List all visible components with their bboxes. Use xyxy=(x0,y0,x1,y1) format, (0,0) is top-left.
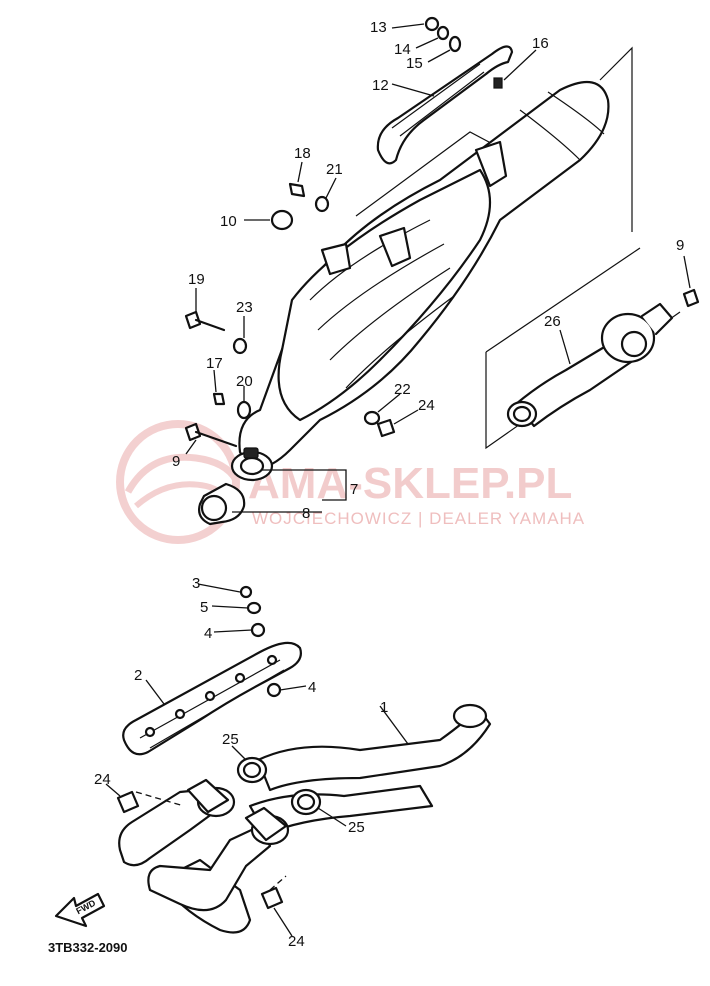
callout-24a: 24 xyxy=(94,771,111,788)
callout-12: 13 xyxy=(370,19,387,36)
callout-16: 17 xyxy=(206,355,223,372)
callout-labels: 13 14 15 16 12 18 21 10 19 23 17 20 22 2… xyxy=(94,19,684,950)
bolt-9-icon xyxy=(184,422,202,442)
callout-4a: 4 xyxy=(204,625,212,642)
muffler xyxy=(238,80,610,472)
callout-10: 10 xyxy=(220,213,237,230)
hardware-middle xyxy=(239,585,282,698)
callout-14: 15 xyxy=(406,55,423,72)
exhaust-gaskets xyxy=(116,756,322,910)
washer-19-icon xyxy=(236,400,252,420)
washer-20-icon xyxy=(314,195,330,213)
bolt-18-icon xyxy=(184,310,202,330)
callout-19: 20 xyxy=(236,373,253,390)
collar-4b-icon xyxy=(266,682,282,698)
callout-15: 16 xyxy=(532,35,549,52)
muffler-clamp xyxy=(230,447,274,482)
leader-lines xyxy=(105,23,691,937)
callout-26: 26 xyxy=(544,313,561,330)
callout-8-label: 9 xyxy=(676,237,684,254)
callout-9: 9 xyxy=(172,453,180,470)
muffler-joint-pipe xyxy=(506,302,674,428)
nut-24a-icon xyxy=(116,790,140,814)
washer-5-icon xyxy=(246,601,262,615)
callout-17: 18 xyxy=(294,145,311,162)
callout-7: 8 xyxy=(302,505,310,522)
washer-14-icon xyxy=(448,35,462,53)
nut-23-icon xyxy=(376,418,396,438)
callout-11: 12 xyxy=(372,77,389,94)
watermark-title: AMA-SKLEP.PL xyxy=(248,459,572,508)
diagram-code: 3TB332-2090 xyxy=(48,940,128,955)
exhaust-pipe xyxy=(118,703,492,934)
callout-5: 5 xyxy=(200,599,208,616)
callout-1: 1 xyxy=(380,699,388,716)
forward-arrow: FWD xyxy=(54,892,106,928)
callout-23: 24 xyxy=(418,397,435,414)
callout-20: 21 xyxy=(326,161,343,178)
nut-24b-icon xyxy=(260,886,284,910)
callout-21: 22 xyxy=(394,381,411,398)
muffler-heat-protector xyxy=(376,45,514,165)
callout-24b-label: 24 xyxy=(288,933,305,950)
exhaust-pipe-protector xyxy=(122,641,302,756)
callout-6: 7 xyxy=(350,481,358,498)
watermark-subtitle: WOJCIECHOWICZ | DEALER YAMAHA xyxy=(252,509,585,528)
bolt-3-icon xyxy=(239,585,253,599)
callout-4b: 4 xyxy=(308,679,316,696)
collar-4a-icon xyxy=(250,622,266,638)
callout-25b: 25 xyxy=(348,819,365,836)
washer-21-icon xyxy=(363,410,381,426)
callout-3: 3 xyxy=(192,575,200,592)
callout-18: 19 xyxy=(188,271,205,288)
muffler-gasket xyxy=(198,482,246,526)
callout-22: 23 xyxy=(236,299,253,316)
bolt-8-icon xyxy=(682,288,700,308)
washer-22-icon xyxy=(232,337,248,355)
washer-13-icon xyxy=(436,25,450,41)
nut-15-icon xyxy=(493,77,503,89)
reference-lines xyxy=(135,791,287,891)
bolt-12-icon xyxy=(424,16,440,32)
callout-13: 14 xyxy=(394,41,411,58)
callout-25a: 25 xyxy=(222,731,239,748)
bolt-17-icon xyxy=(288,182,306,198)
hardware-top xyxy=(184,16,700,448)
watermark: AMA-SKLEP.PL WOJCIECHOWICZ | DEALER YAMA… xyxy=(116,420,585,544)
callout-2: 2 xyxy=(134,667,142,684)
damper-10-icon xyxy=(270,209,294,231)
bolt-16-icon xyxy=(212,392,226,406)
